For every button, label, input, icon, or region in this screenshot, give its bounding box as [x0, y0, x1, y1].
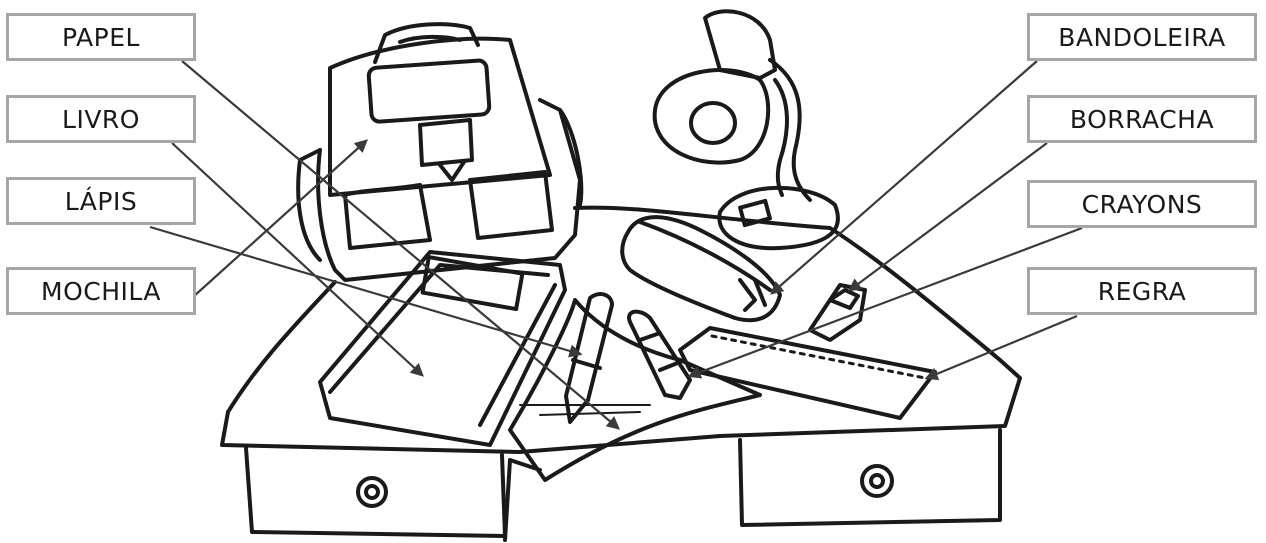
connector-borracha [850, 143, 1047, 290]
connector-crayons [690, 228, 1082, 376]
label-borracha: BORRACHA [1027, 95, 1257, 143]
label-bandoleira-text: BANDOLEIRA [1058, 23, 1225, 52]
connector-bandoleira [772, 61, 1037, 293]
label-crayons: CRAYONS [1027, 180, 1257, 228]
label-mochila: MOCHILA [6, 267, 196, 315]
label-livro: LIVRO [6, 95, 196, 143]
connector-papel [182, 61, 618, 428]
left-drawer-knob [358, 478, 386, 506]
label-regra: REGRA [1027, 267, 1257, 315]
connector-regra [927, 316, 1077, 378]
label-borracha-text: BORRACHA [1070, 105, 1214, 134]
label-mochila-text: MOCHILA [41, 277, 161, 306]
label-bandoleira: BANDOLEIRA [1027, 13, 1257, 61]
label-crayons-text: CRAYONS [1082, 190, 1203, 219]
left-drawer [246, 448, 505, 536]
backpack-drawing [298, 24, 581, 280]
label-papel: PAPEL [6, 13, 196, 61]
label-regra-text: REGRA [1098, 277, 1187, 306]
label-papel-text: PAPEL [62, 23, 140, 52]
pencil-case-drawing [622, 217, 780, 320]
label-lapis-text: LÁPIS [65, 187, 137, 216]
label-livro-text: LIVRO [62, 105, 140, 134]
label-lapis: LÁPIS [6, 177, 196, 225]
right-drawer-knob [862, 466, 892, 496]
